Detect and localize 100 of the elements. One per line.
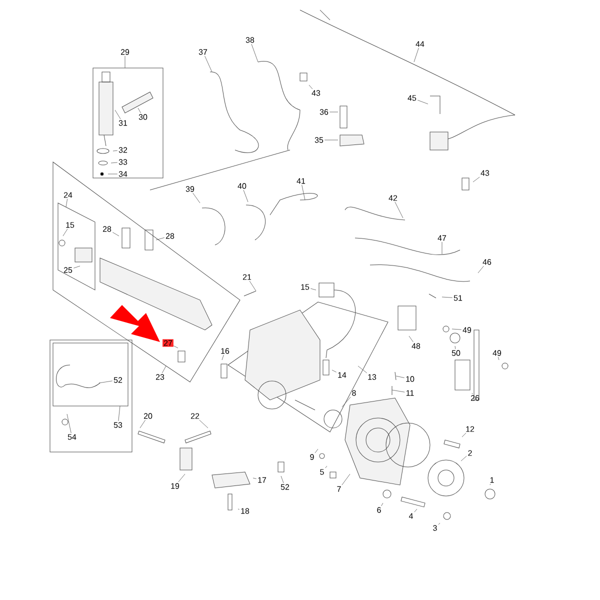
callout-number: 11 <box>406 390 414 396</box>
callout-number: 22 <box>190 413 200 419</box>
leader-line <box>325 466 328 468</box>
callout-number: 45 <box>408 95 416 101</box>
callout-number: 23 <box>156 374 164 380</box>
callout-number: 19 <box>171 483 180 489</box>
leader-line <box>332 370 337 372</box>
callout-number: 28 <box>166 233 174 239</box>
callout-number: 50 <box>452 350 460 356</box>
leader-line <box>342 474 350 486</box>
leader-line <box>392 390 405 392</box>
callout-number: 15 <box>66 222 74 228</box>
leader-line <box>251 44 258 62</box>
leader-line <box>414 508 418 512</box>
callout-number: 38 <box>246 37 254 43</box>
callout-number: 6 <box>377 507 381 513</box>
callout-number: 7 <box>337 486 341 492</box>
leader-line <box>199 420 208 428</box>
callout-number: 17 <box>258 477 266 483</box>
callout-number: 42 <box>388 195 398 201</box>
leader-line <box>381 502 384 506</box>
callout-number: 53 <box>114 422 122 428</box>
leader-line <box>394 202 404 218</box>
leader-line <box>452 328 462 330</box>
callout-number: 46 <box>482 259 492 265</box>
callout-number: 4 <box>408 513 413 519</box>
leader-line <box>118 406 120 422</box>
leader-line <box>302 184 306 200</box>
callout-number: 43 <box>312 90 320 96</box>
leader-line <box>462 432 466 438</box>
callout-number: 36 <box>320 109 328 115</box>
callout-number: 49 <box>492 350 502 356</box>
leader-line <box>222 354 224 360</box>
leader-line <box>280 476 284 484</box>
callout-number: 33 <box>118 159 128 165</box>
callout-number: 25 <box>64 267 72 273</box>
callout-number: 47 <box>438 235 446 241</box>
leader-line <box>252 478 257 479</box>
callout-number: 40 <box>238 183 246 189</box>
leader-line <box>124 56 126 68</box>
leader-line <box>110 162 118 164</box>
callout-number: 21 <box>242 274 252 280</box>
callout-number: 48 <box>412 343 420 349</box>
callout-number: 24 <box>64 192 72 198</box>
callout-number: 1 <box>490 477 494 483</box>
callout-number: 15 <box>301 284 310 290</box>
callout-number: 3 <box>433 525 437 531</box>
callout-number: 9 <box>310 454 314 460</box>
callout-number: 52 <box>280 484 290 490</box>
leader-line <box>342 396 351 408</box>
leader-line <box>249 280 256 292</box>
leader-line <box>417 100 428 104</box>
callout-number: 29 <box>120 49 130 55</box>
leader-line <box>408 336 414 342</box>
leader-line <box>396 376 405 378</box>
callout-number: 5 <box>320 469 324 475</box>
leader-line <box>73 266 80 268</box>
callout-number: 35 <box>314 137 324 143</box>
callout-number: 51 <box>454 295 462 301</box>
leader-line <box>178 474 186 482</box>
leader-line <box>62 228 68 236</box>
leader-line <box>66 198 68 208</box>
leader-line <box>243 190 248 202</box>
leader-line <box>442 296 453 298</box>
callout-number: 27 <box>162 339 174 347</box>
callout-number: 49 <box>462 327 472 333</box>
callout-number: 8 <box>352 390 356 396</box>
leader-line <box>478 266 484 274</box>
leader-line <box>498 356 500 360</box>
callout-number: 52 <box>114 377 122 383</box>
leader-line <box>192 192 200 204</box>
leader-line <box>156 237 165 240</box>
leader-line <box>472 176 480 182</box>
leader-line <box>314 448 318 454</box>
leader-line <box>66 414 72 434</box>
callout-number: 41 <box>296 178 306 184</box>
callout-number: 18 <box>241 508 250 514</box>
callout-number: 13 <box>368 374 376 380</box>
leader-line <box>98 380 113 384</box>
callout-number: 2 <box>468 450 472 456</box>
leader-line <box>140 420 146 428</box>
leader-line <box>162 366 166 374</box>
callout-number: 34 <box>118 171 128 177</box>
leader-line <box>414 48 419 62</box>
callout-number: 14 <box>338 372 346 378</box>
callout-number: 16 <box>221 348 230 354</box>
leader-line <box>173 346 178 348</box>
callout-number: 30 <box>138 114 148 120</box>
callout-number: 20 <box>144 413 152 419</box>
callout-number: 32 <box>118 147 128 153</box>
callout-number: 10 <box>406 376 414 382</box>
callout-number: 43 <box>480 170 490 176</box>
callout-number: 39 <box>186 186 194 192</box>
leader-line <box>138 108 141 114</box>
callout-number: 12 <box>466 426 474 432</box>
leader-line <box>454 346 456 350</box>
leader-line <box>310 288 316 290</box>
leader-line <box>204 56 212 72</box>
callout-number: 31 <box>118 120 128 126</box>
leader-line <box>112 232 120 236</box>
